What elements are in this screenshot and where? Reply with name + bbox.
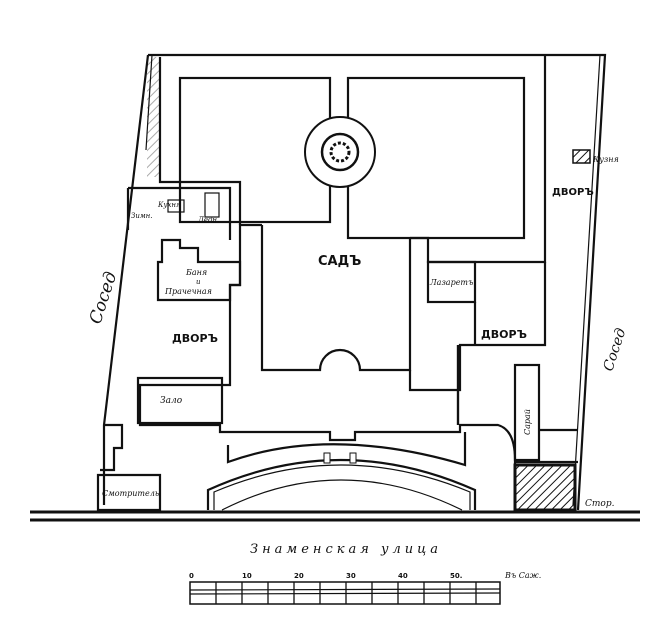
- fountain: [304, 116, 376, 188]
- stable-label: Сарай: [523, 409, 532, 435]
- neighbor-right-label: Сосед: [601, 326, 630, 373]
- hall-label: Зало: [160, 396, 183, 406]
- kitchen-building: [167, 199, 185, 213]
- main-building: [138, 223, 517, 510]
- gate-post-right: [349, 452, 357, 464]
- street-line: [30, 510, 640, 522]
- scale-bar: 0 10 20 30 40 50. Въ Саж.: [189, 571, 541, 605]
- scale-tick-50: 50.: [450, 572, 462, 580]
- bath-label: Баня: [185, 268, 207, 277]
- guard-house: [513, 463, 577, 512]
- cellar-label: Ледн.: [197, 216, 219, 224]
- stable-building: [513, 363, 541, 462]
- lodge-label: Смотритель: [102, 489, 159, 498]
- winter-label: Зимн.: [131, 212, 153, 220]
- hall-building: [136, 376, 224, 425]
- cellar-building: [204, 192, 220, 218]
- yard-right-mid-label: ДВОРЪ: [481, 328, 527, 341]
- infirmary-building: [426, 260, 477, 304]
- street-label: Знаменская улица: [250, 542, 442, 557]
- yard-left-label: ДВОРЪ: [172, 332, 218, 345]
- smithy-label: Кузня: [592, 155, 619, 164]
- fountain-basin: [320, 132, 360, 172]
- right-yard-wall: [515, 428, 578, 464]
- scale-unit: Въ Саж.: [504, 571, 541, 580]
- fountain-center: [329, 141, 351, 163]
- bath-building: [156, 238, 242, 302]
- scale-tick-20: 20: [294, 572, 304, 580]
- property-boundary-inner: [145, 54, 601, 506]
- laundry-label: Прачечная: [164, 287, 212, 296]
- forecourt-drive-inner: [213, 464, 471, 511]
- lodge-building: [96, 423, 162, 512]
- scale-tick-0: 0: [189, 572, 194, 580]
- forecourt-drive: [206, 459, 477, 510]
- yard-right-wall: [456, 302, 477, 425]
- west-court: [126, 186, 232, 240]
- garden-label: САДЪ: [318, 254, 361, 269]
- scale-tick-10: 10: [242, 572, 252, 580]
- infirmary-label: Лазаретъ: [429, 278, 473, 287]
- scale-tick-40: 40: [398, 572, 408, 580]
- forecourt-outer: [226, 432, 467, 467]
- bath-and-label: и: [196, 278, 201, 286]
- guard-label: Стор.: [585, 499, 615, 509]
- scale-tick-30: 30: [346, 572, 356, 580]
- kitchen-label: Кухня: [157, 201, 181, 209]
- yard-right-top-label: ДВОРЪ: [552, 187, 594, 198]
- corner-plot: [147, 57, 159, 177]
- smithy-building: [572, 149, 591, 164]
- gate-post-left: [323, 452, 331, 464]
